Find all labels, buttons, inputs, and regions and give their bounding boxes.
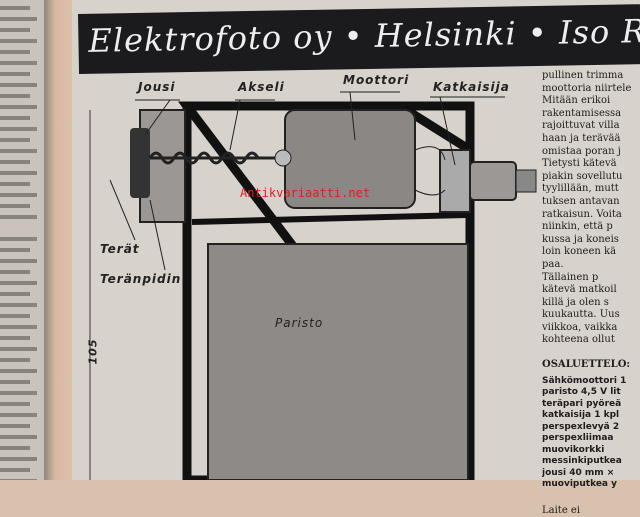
left-page-line	[0, 28, 30, 32]
left-page-line	[0, 61, 37, 65]
parts-list-item: messinkiputkea	[542, 456, 622, 467]
label-blade-holder: Teränpidin	[100, 272, 182, 286]
left-page-line	[0, 182, 30, 186]
article-line: Tällainen p	[542, 271, 599, 283]
left-page-line	[0, 160, 30, 164]
left-page-line	[0, 6, 30, 10]
left-page-line	[0, 413, 37, 417]
left-page-line	[0, 402, 30, 406]
left-page-line	[0, 193, 37, 197]
left-page-line	[0, 39, 37, 43]
battery-block	[207, 243, 469, 480]
left-page-line	[0, 237, 37, 241]
left-page-line	[0, 149, 37, 153]
article-line: ratkaisun. Voita	[542, 208, 622, 220]
left-page-line	[0, 446, 30, 450]
left-page-line	[0, 314, 30, 318]
left-page-line	[0, 83, 37, 87]
parts-list-item: katkaisija 1 kpl	[542, 410, 620, 421]
label-spring: Jousi	[138, 80, 176, 94]
left-page-line	[0, 204, 30, 208]
left-page-line	[0, 303, 37, 307]
left-page-line	[0, 468, 30, 472]
left-page-line	[0, 424, 30, 428]
left-page-line	[0, 391, 37, 395]
left-page-line	[0, 336, 30, 340]
switch	[439, 149, 471, 213]
parts-list-item: paristo 4,5 V lit	[542, 387, 621, 398]
article-line: moottoria niirtele	[542, 82, 632, 94]
article-line: rakentamisessa	[542, 107, 622, 119]
article-line: rajoittuvat villa	[542, 120, 620, 132]
label-motor: Moottori	[343, 73, 410, 87]
parts-list-item: jousi 40 mm ×	[542, 467, 615, 478]
left-page-line	[0, 457, 37, 461]
left-page-line	[0, 435, 37, 439]
parts-list-item: muoviputkea y	[542, 479, 617, 490]
article-line: killä ja olen s	[542, 296, 609, 308]
left-page-line	[0, 369, 37, 373]
left-page-line	[0, 248, 30, 252]
article-line: kohteena ollut	[542, 334, 615, 346]
left-page-line	[0, 292, 30, 296]
left-page-line	[0, 17, 37, 21]
left-page-line	[0, 281, 37, 285]
parts-list-item: Sähkömoottori 1	[542, 375, 627, 386]
label-shaft: Akseli	[238, 80, 285, 94]
divider-plate	[191, 212, 467, 225]
article-line: omistaa poran j	[542, 145, 621, 157]
parts-list-item: perspexliimaa	[542, 433, 614, 444]
left-page-line	[0, 105, 37, 109]
left-page-line	[0, 358, 30, 362]
article-line: kussa ja koneis	[542, 233, 619, 245]
article-line: paa.	[542, 258, 564, 270]
article-line: tuksen antavan	[542, 195, 620, 207]
article-line: loin koneen kä	[542, 246, 617, 258]
watermark: Antikvariaatti.net	[240, 186, 371, 200]
left-page-line	[0, 116, 30, 120]
label-battery: Paristo	[275, 316, 324, 330]
spring	[148, 151, 260, 165]
left-page-line	[0, 325, 37, 329]
parts-list-heading: OSALUETTELO:	[542, 359, 631, 371]
left-page-text	[0, 0, 44, 480]
shaver-diagram	[89, 91, 537, 480]
left-page-line	[0, 270, 30, 274]
article-line: Tietysti kätevä	[542, 158, 617, 170]
left-page-line	[0, 72, 30, 76]
left-page-line	[0, 50, 30, 54]
left-page-line	[0, 215, 37, 219]
article-line: niinkin, että p	[542, 221, 613, 233]
article-line: kuukautta. Uus	[542, 309, 620, 321]
parts-list-item: perspexlevyä 2	[542, 421, 620, 432]
label-blades: Terät	[100, 242, 140, 256]
book-gutter	[44, 0, 72, 480]
left-page-line	[0, 138, 30, 142]
left-page-line	[0, 127, 37, 131]
left-page-line	[0, 259, 37, 263]
parts-list-item: teräpari pyöreä	[542, 398, 622, 409]
label-switch: Katkaisija	[433, 80, 510, 94]
blades	[130, 128, 150, 198]
left-page-line	[0, 380, 30, 384]
article-line: pullinen trimma	[542, 70, 624, 81]
article-line: Mitään erikoi	[542, 95, 611, 107]
article-line: viikkoa, vaikka	[542, 321, 618, 333]
article-line: haan ja terävää	[542, 132, 621, 144]
article-tail: Laite ei	[542, 504, 581, 516]
left-page-line	[0, 347, 37, 351]
parts-list-item: muovikorkki	[542, 444, 605, 455]
article-line: tyylillään, mutt	[542, 183, 619, 195]
left-page-line	[0, 171, 37, 175]
left-page-line	[0, 94, 30, 98]
article-line: piakin sovellutu	[542, 170, 623, 182]
article-line: kätevä matkoil	[542, 284, 617, 296]
label-dimension: 105	[86, 338, 100, 365]
